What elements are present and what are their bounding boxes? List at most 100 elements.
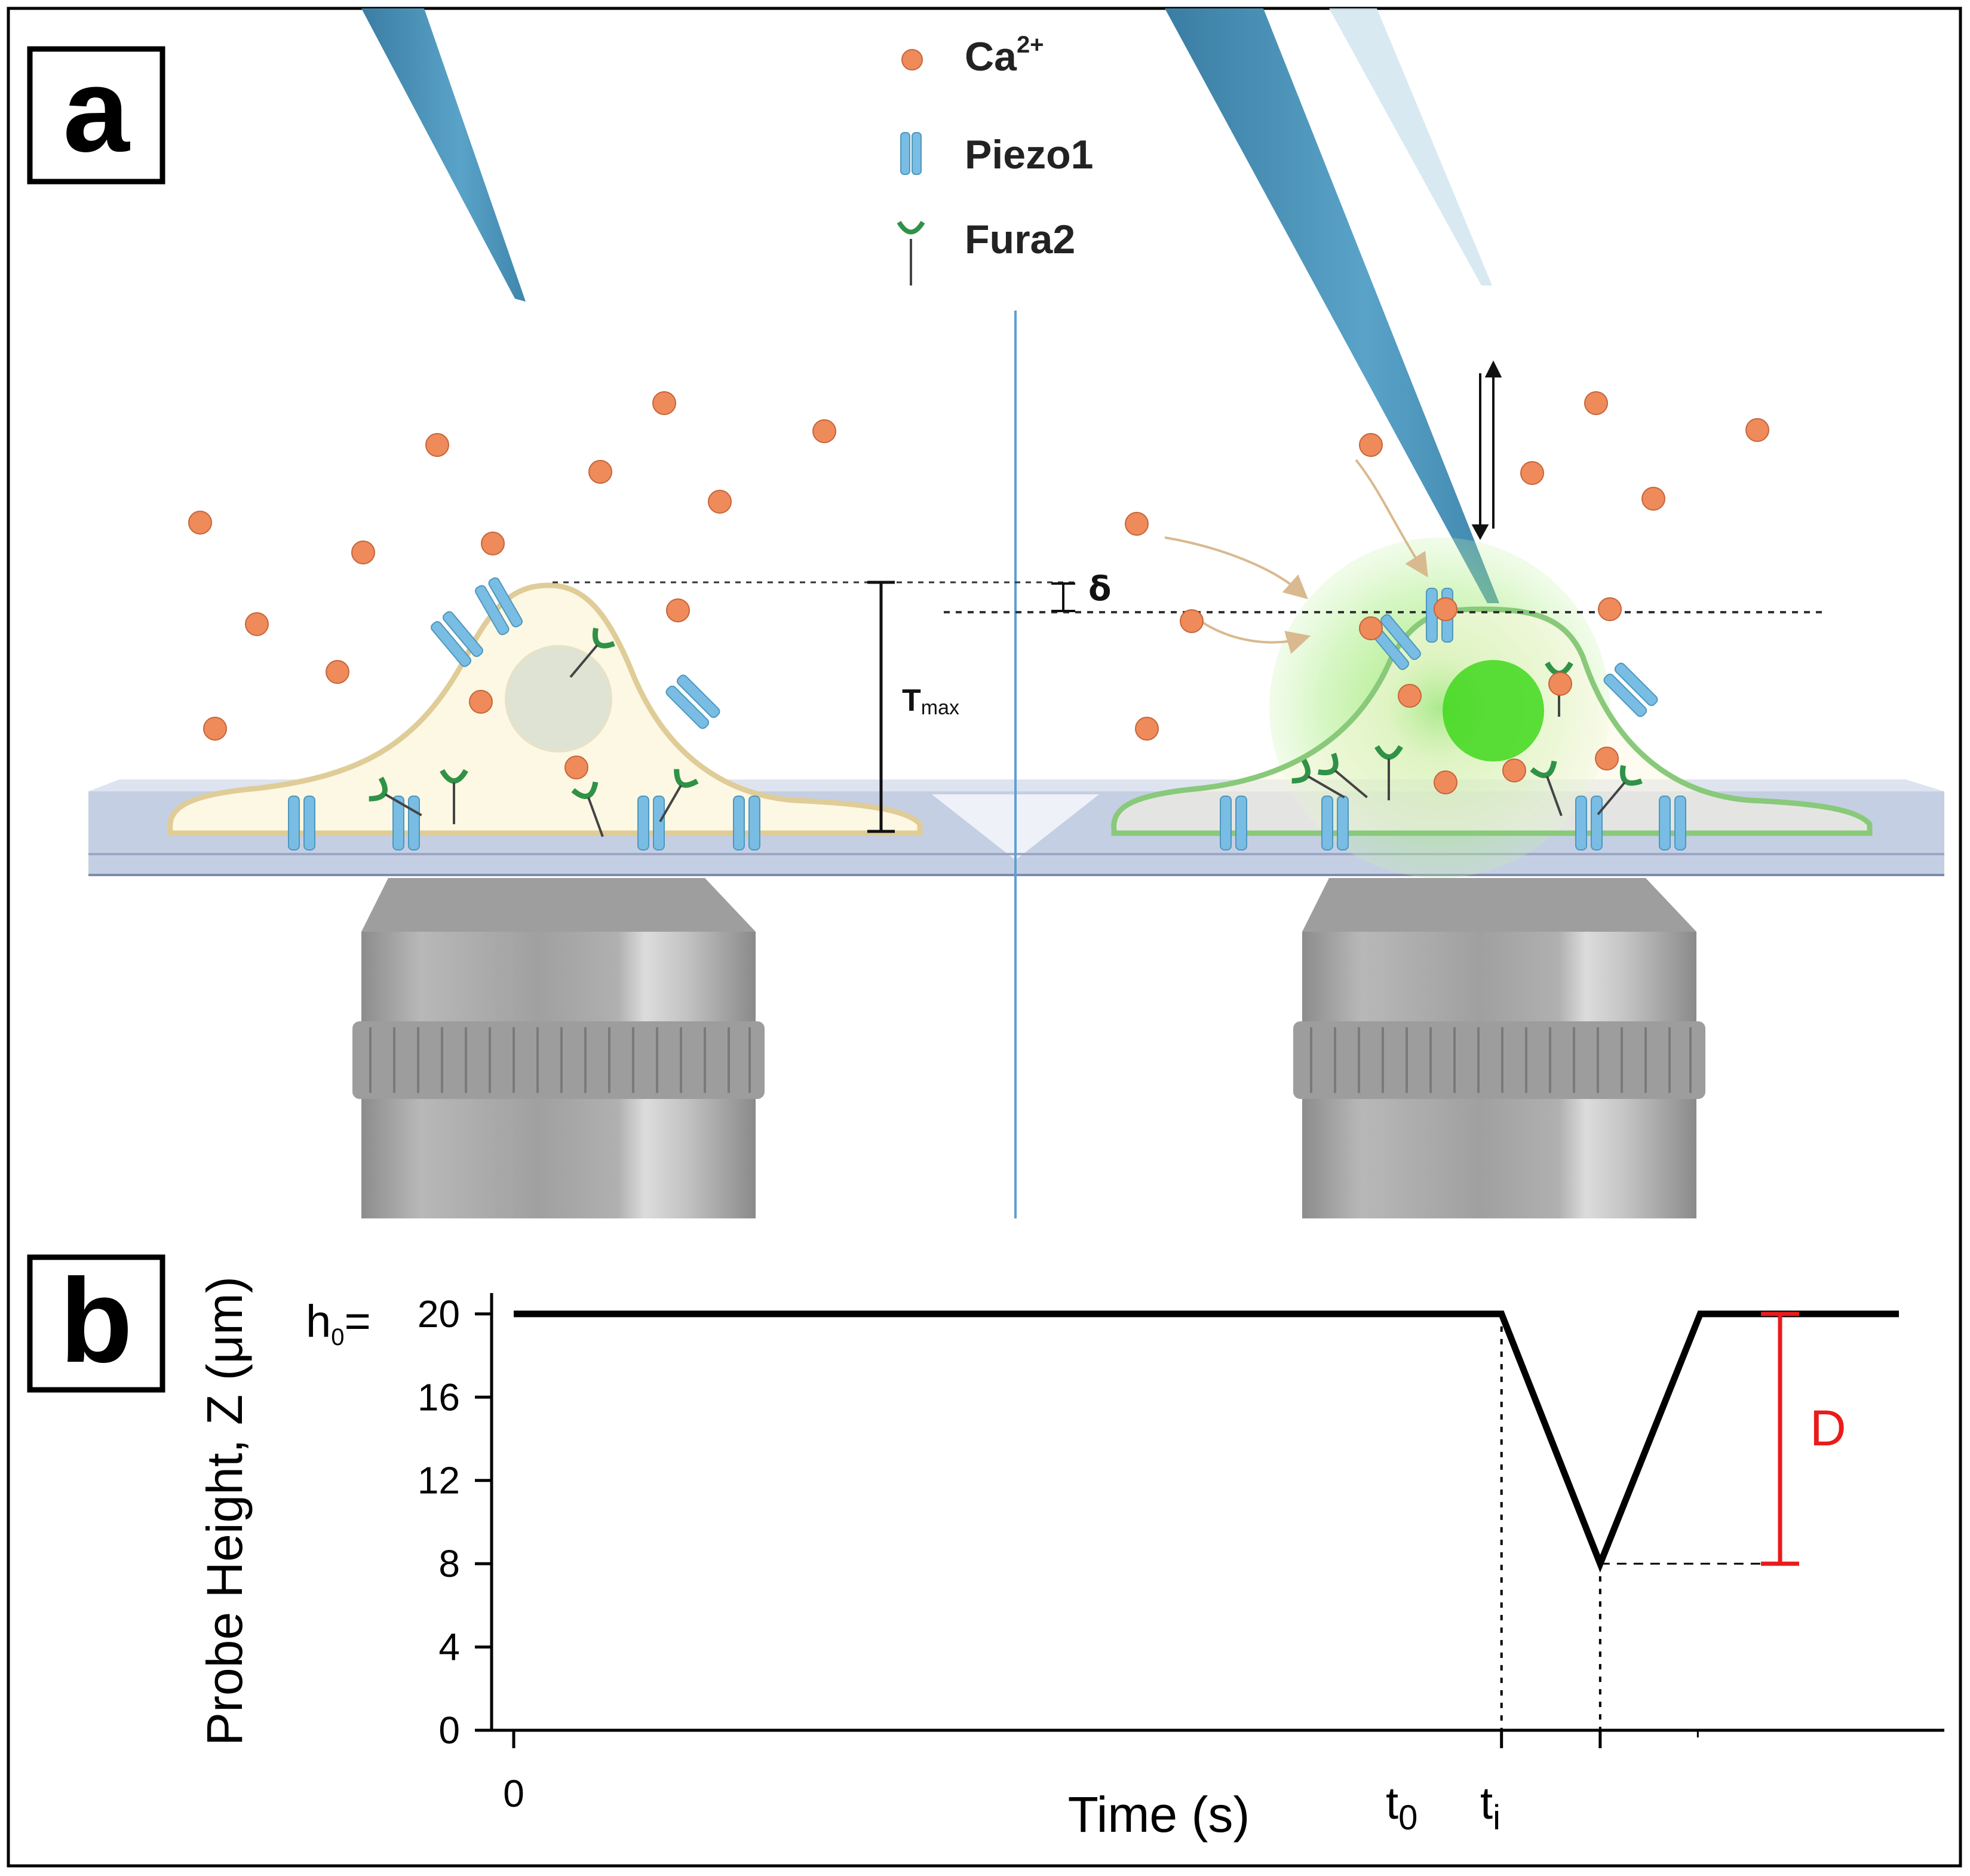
calcium-ion-dot [812, 419, 836, 443]
calcium-ion-dot [188, 511, 212, 535]
fura2-probe [1597, 765, 1643, 815]
x-tick-label-t0: t0 [1386, 1778, 1417, 1837]
legend-piezo1-label: Piezo1 [965, 132, 1093, 177]
fura2-probe [571, 781, 604, 837]
y-ticks: 0 4 8 12 16 20 [418, 1292, 492, 1752]
panel-b: b 0 4 8 12 16 20 Probe Height, Z (μm) h0= Tim… [27, 1254, 1944, 1843]
calcium-ion-dot [1641, 487, 1665, 511]
calcium-ion-dot [1584, 391, 1608, 415]
y-tick-label: 0 [438, 1709, 460, 1752]
calcium-ion-dot [1359, 433, 1383, 457]
y-tick-label: 8 [438, 1542, 460, 1585]
fura2-probe [1291, 759, 1345, 799]
y-tick-label: 20 [418, 1292, 460, 1335]
calcium-ion-dot [652, 391, 676, 415]
panel-b-label: b [60, 1254, 133, 1387]
calcium-ion-dot [666, 598, 690, 622]
x-ticks [512, 1730, 1699, 1748]
piezo1-channel [665, 674, 720, 729]
influx-arrows [1164, 459, 1428, 654]
delta-bracket [1051, 582, 1075, 612]
calcium-ion-dot [1502, 759, 1526, 782]
calcium-ion-dot [1135, 717, 1159, 741]
legend-fura2-icon [897, 220, 925, 285]
nucleus-stimulated [1443, 660, 1544, 762]
legend: Ca2+ Piezo1 Fura2 [897, 32, 1093, 285]
calcium-ion-dot [708, 490, 732, 514]
panel-a: Tmax δ [27, 8, 1944, 1218]
pipette-right [1165, 8, 1499, 603]
piezo1-channel [1575, 796, 1603, 851]
calcium-ion-dot [1520, 461, 1544, 485]
fura2-probe [1530, 760, 1563, 816]
legend-fura2-label: Fura2 [965, 217, 1075, 262]
pipette-left [361, 8, 526, 302]
d-label: D [1810, 1400, 1846, 1456]
y-tick-label: 12 [418, 1459, 460, 1502]
calcium-ions [188, 391, 1769, 794]
fura2-probe [369, 776, 422, 816]
probe-height-line [514, 1310, 1899, 1573]
objective-left [352, 878, 765, 1218]
fura2-probes [369, 628, 1643, 837]
piezo1-channel [733, 796, 760, 851]
nucleus-resting [505, 645, 612, 753]
y-axis-label: Probe Height, Z (μm) [197, 1276, 253, 1746]
calcium-ion-dot [245, 612, 269, 636]
calcium-ion-dot [1180, 609, 1204, 633]
fura2-probe [569, 628, 615, 678]
y-tick-label: 16 [418, 1375, 460, 1418]
piezo1-channel [1321, 796, 1349, 851]
fura2-probe [1374, 745, 1403, 800]
panel-b-label-box [27, 1254, 165, 1393]
piezo1-channels [288, 577, 1686, 851]
fura2-probe [1318, 753, 1368, 799]
fura2-probe [659, 769, 699, 822]
piezo1-channel [637, 796, 665, 851]
x-tick-label-zero: 0 [503, 1772, 524, 1815]
calcium-ion-dot [481, 532, 505, 555]
fura2-probe [440, 769, 468, 824]
calcium-ion-dot [1434, 770, 1457, 794]
x-tick-label-ti: ti [1480, 1778, 1500, 1837]
piezo1-channel [288, 796, 315, 851]
calcium-ion-dot [1745, 418, 1769, 442]
d-marker [1761, 1312, 1799, 1566]
figure-border [7, 7, 1962, 1868]
delta-label: δ [1088, 570, 1111, 609]
calcium-ion-dot [469, 690, 493, 714]
calcium-ion-dot [1359, 616, 1383, 640]
legend-ca-icon [901, 49, 923, 70]
tmax-bracket [867, 581, 895, 833]
objective-right [1293, 878, 1705, 1218]
legend-piezo1-icon [900, 132, 922, 175]
tmax-label: Tmax [902, 683, 959, 719]
calcium-ion-dot [1434, 597, 1457, 621]
piezo1-channel [431, 611, 483, 667]
legend-ca-label: Ca2+ [965, 32, 1044, 79]
x-axis-label: Time (s) [1068, 1786, 1250, 1843]
piezo1-channel [1659, 796, 1686, 851]
guide-lines [1500, 1313, 1783, 1730]
calcium-ion-dot [1595, 747, 1619, 770]
calcium-ion-dot [326, 660, 349, 684]
calcium-ion-dot [588, 460, 612, 484]
pipette-ghost [1329, 8, 1492, 285]
h0-label: h0= [306, 1296, 371, 1350]
calcium-ion-dot [1548, 672, 1572, 696]
piezo1-channel [1220, 796, 1247, 851]
piezo1-channel [1603, 662, 1658, 717]
calcium-ion-dot [1398, 684, 1422, 708]
calcium-ion-dot [564, 756, 588, 779]
calcium-ion-dot [425, 433, 449, 457]
y-tick-label: 4 [438, 1626, 460, 1669]
oscillation-arrow [1471, 360, 1502, 541]
calcium-ion-dot [1125, 512, 1149, 536]
piezo1-channel [475, 577, 523, 635]
calcium-ion-dot [203, 717, 227, 741]
panel-a-label: a [63, 44, 130, 177]
calcium-ion-dot [351, 541, 375, 564]
panel-a-label-box [27, 46, 165, 185]
calcium-ion-dot [1598, 597, 1622, 621]
